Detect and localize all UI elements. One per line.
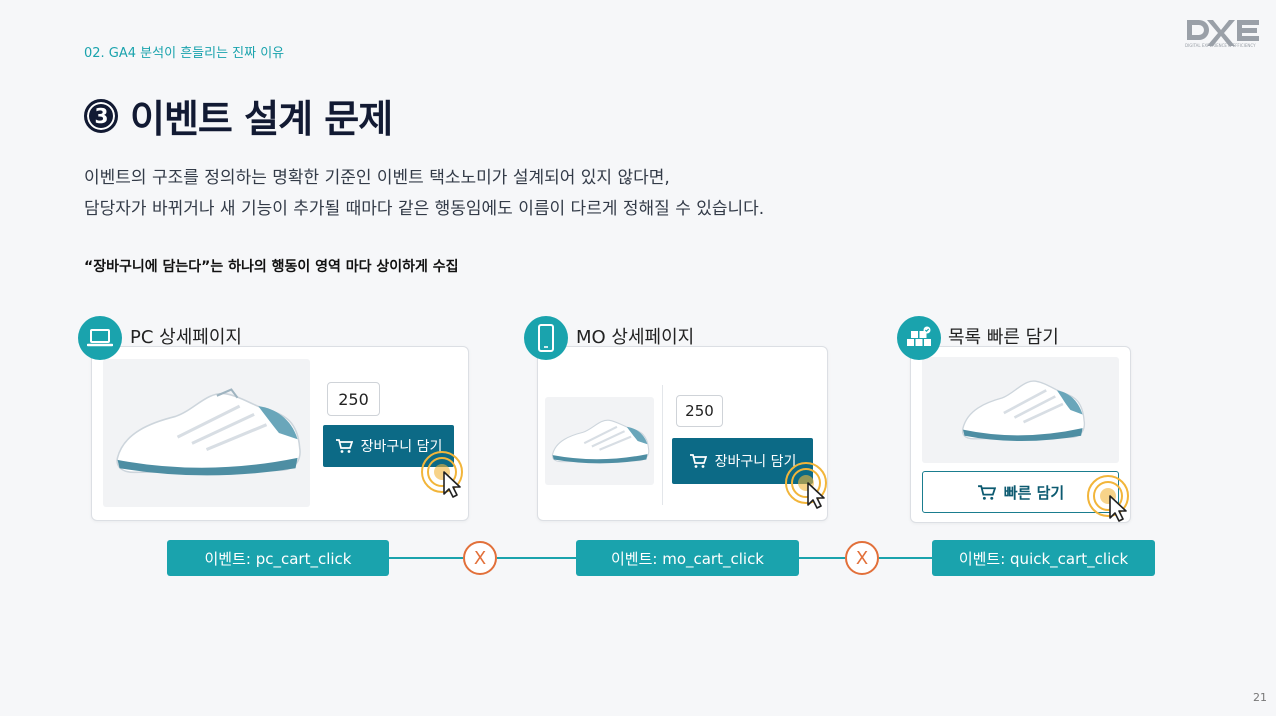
quick-add-label: 빠른 담기 (1003, 483, 1065, 502)
event-pill-pc: 이벤트: pc_cart_click (167, 540, 389, 576)
page-title: 3 이벤트 설계 문제 (84, 88, 393, 143)
product-image-quick (922, 357, 1119, 463)
channel-label-pc: PC 상세페이지 (130, 327, 242, 348)
mismatch-x-mark: X (463, 541, 497, 575)
quick-add-button[interactable]: 빠른 담기 (922, 471, 1119, 513)
event-pill-mo: 이벤트: mo_cart_click (576, 540, 799, 576)
boxes-icon (897, 316, 941, 360)
title-text: 이벤트 설계 문제 (130, 97, 393, 141)
title-number: 3 (84, 98, 118, 133)
section-label: 02. GA4 분석이 흔들리는 진짜 이유 (84, 46, 285, 61)
click-cursor-icon (1087, 475, 1129, 522)
quantity-field-mo[interactable]: 250 (676, 395, 723, 427)
product-image-pc (103, 359, 310, 507)
mobile-icon (524, 316, 568, 360)
description-line-1: 이벤트의 구조를 정의하는 명확한 기준인 이벤트 택소노미가 설계되어 있지 … (84, 168, 670, 188)
product-image-mo (545, 397, 654, 485)
cart-icon (689, 454, 707, 468)
click-cursor-icon (421, 451, 463, 498)
add-to-cart-label-pc: 장바구니 담기 (360, 439, 443, 455)
quantity-field-pc[interactable]: 250 (327, 382, 380, 416)
card-divider (662, 385, 663, 505)
subheading: “장바구니에 담는다”는 하나의 행동이 영역 마다 상이하게 수집 (84, 259, 459, 275)
cart-icon (977, 484, 996, 500)
laptop-icon (78, 316, 122, 360)
description: 이벤트의 구조를 정의하는 명확한 기준인 이벤트 택소노미가 설계되어 있지 … (84, 163, 764, 225)
connector-line (389, 557, 463, 559)
description-line-2: 담당자가 바뀌거나 새 기능이 추가될 때마다 같은 행동임에도 이름이 다르게… (84, 199, 765, 219)
event-pill-quick: 이벤트: quick_cart_click (932, 540, 1155, 576)
channel-label-mo: MO 상세페이지 (576, 327, 695, 348)
logo-subtitle: DIGITAL EXPERIENCE & EFFICIENCY (1185, 43, 1256, 48)
connector-line (799, 557, 845, 559)
connector-line (879, 557, 932, 559)
mismatch-x-mark: X (845, 541, 879, 575)
add-to-cart-button-pc[interactable]: 장바구니 담기 (323, 425, 454, 467)
cart-icon (335, 439, 353, 453)
add-to-cart-label-mo: 장바구니 담기 (714, 454, 797, 470)
connector-line (497, 557, 576, 559)
channel-label-quick: 목록 빠른 담기 (948, 327, 1059, 348)
click-cursor-icon (785, 462, 827, 509)
dxe-logo: DIGITAL EXPERIENCE & EFFICIENCY (1185, 16, 1263, 48)
page-number: 21 (1253, 691, 1267, 704)
add-to-cart-button-mo[interactable]: 장바구니 담기 (672, 438, 813, 484)
